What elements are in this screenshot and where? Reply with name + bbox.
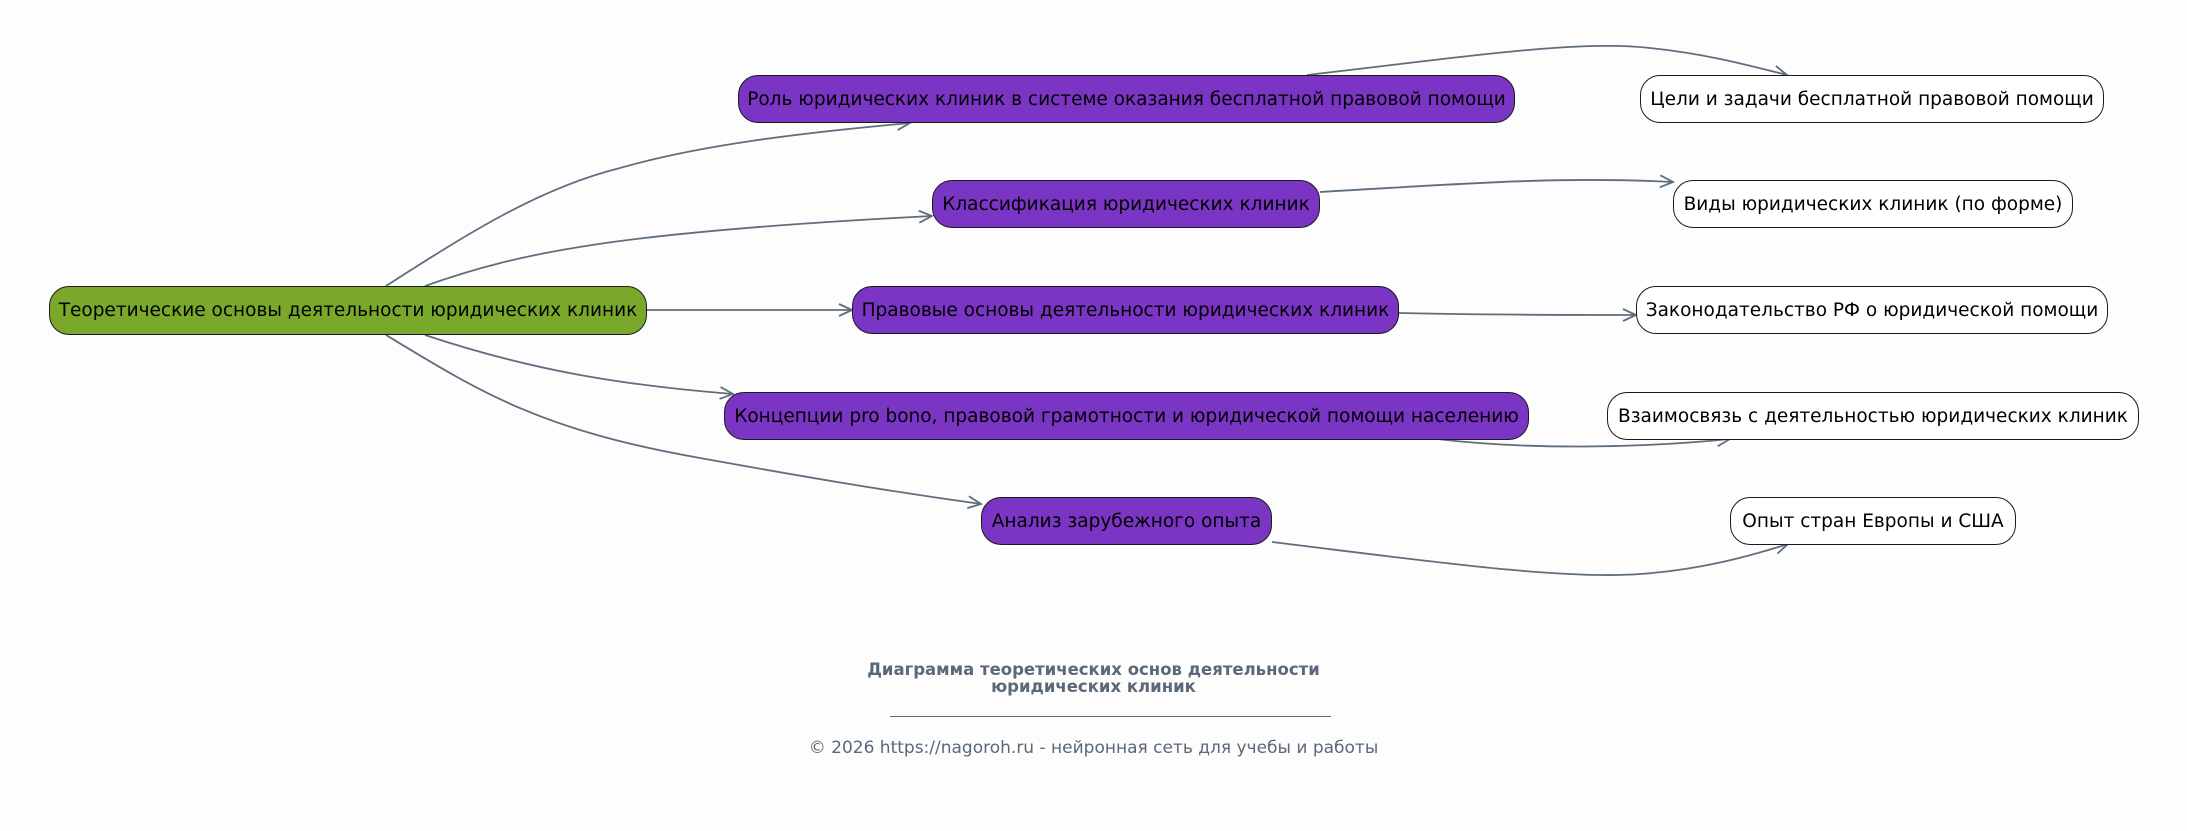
leaf-node-3[interactable]: Законодательство РФ о юридической помощи <box>1636 286 2108 334</box>
root-node[interactable]: Теоретические основы деятельности юридич… <box>49 286 647 335</box>
topic-label: Правовые основы деятельности юридических… <box>861 299 1390 321</box>
topic-label: Роль юридических клиник в системе оказан… <box>747 88 1506 110</box>
diagram-title: Диаграмма теоретических основ деятельнос… <box>0 661 2187 695</box>
leaf-label: Виды юридических клиник (по форме) <box>1683 193 2063 215</box>
topic-node-3[interactable]: Правовые основы деятельности юридических… <box>852 286 1399 334</box>
edge-root-topic-2 <box>424 216 932 287</box>
topic-node-4[interactable]: Концепции pro bono, правовой грамотности… <box>724 392 1529 440</box>
leaf-node-4[interactable]: Взаимосвязь с деятельностью юридических … <box>1607 392 2139 440</box>
topic-label: Концепции pro bono, правовой грамотности… <box>734 405 1519 427</box>
caption-divider <box>890 716 1331 717</box>
leaf-label: Взаимосвязь с деятельностью юридических … <box>1618 405 2128 427</box>
leaf-label: Законодательство РФ о юридической помощи <box>1645 299 2099 321</box>
edge-topic-5-leaf <box>1271 541 1788 576</box>
edge-topic-3-leaf <box>1398 313 1636 315</box>
edge-topic-4-leaf <box>1436 439 1730 448</box>
edge-topic-2-leaf <box>1319 180 1673 193</box>
edge-topic-1-leaf <box>1306 44 1787 75</box>
leaf-node-5[interactable]: Опыт стран Европы и США <box>1730 497 2016 545</box>
topic-label: Анализ зарубежного опыта <box>991 510 1262 532</box>
topic-node-1[interactable]: Роль юридических клиник в системе оказан… <box>738 75 1515 123</box>
edge-root-topic-5 <box>385 334 981 504</box>
leaf-node-1[interactable]: Цели и задачи бесплатной правовой помощи <box>1640 75 2104 123</box>
leaf-label: Цели и задачи бесплатной правовой помощи <box>1650 88 2094 110</box>
edge-root-topic-4 <box>424 334 733 394</box>
topic-node-5[interactable]: Анализ зарубежного опыта <box>981 497 1272 545</box>
leaf-label: Опыт стран Европы и США <box>1742 510 2004 532</box>
title-line-2: юридических клиник <box>991 677 1196 696</box>
copyright-text: © 2026 https://nagoroh.ru - нейронная се… <box>808 738 1379 758</box>
leaf-node-2[interactable]: Виды юридических клиник (по форме) <box>1673 180 2073 228</box>
root-node-label: Теоретические основы деятельности юридич… <box>58 300 638 321</box>
title-line-1: Диаграмма теоретических основ деятельнос… <box>867 660 1320 679</box>
topic-label: Классификация юридических клиник <box>942 193 1310 215</box>
edge-root-topic-1 <box>385 123 910 287</box>
topic-node-2[interactable]: Классификация юридических клиник <box>932 180 1320 228</box>
